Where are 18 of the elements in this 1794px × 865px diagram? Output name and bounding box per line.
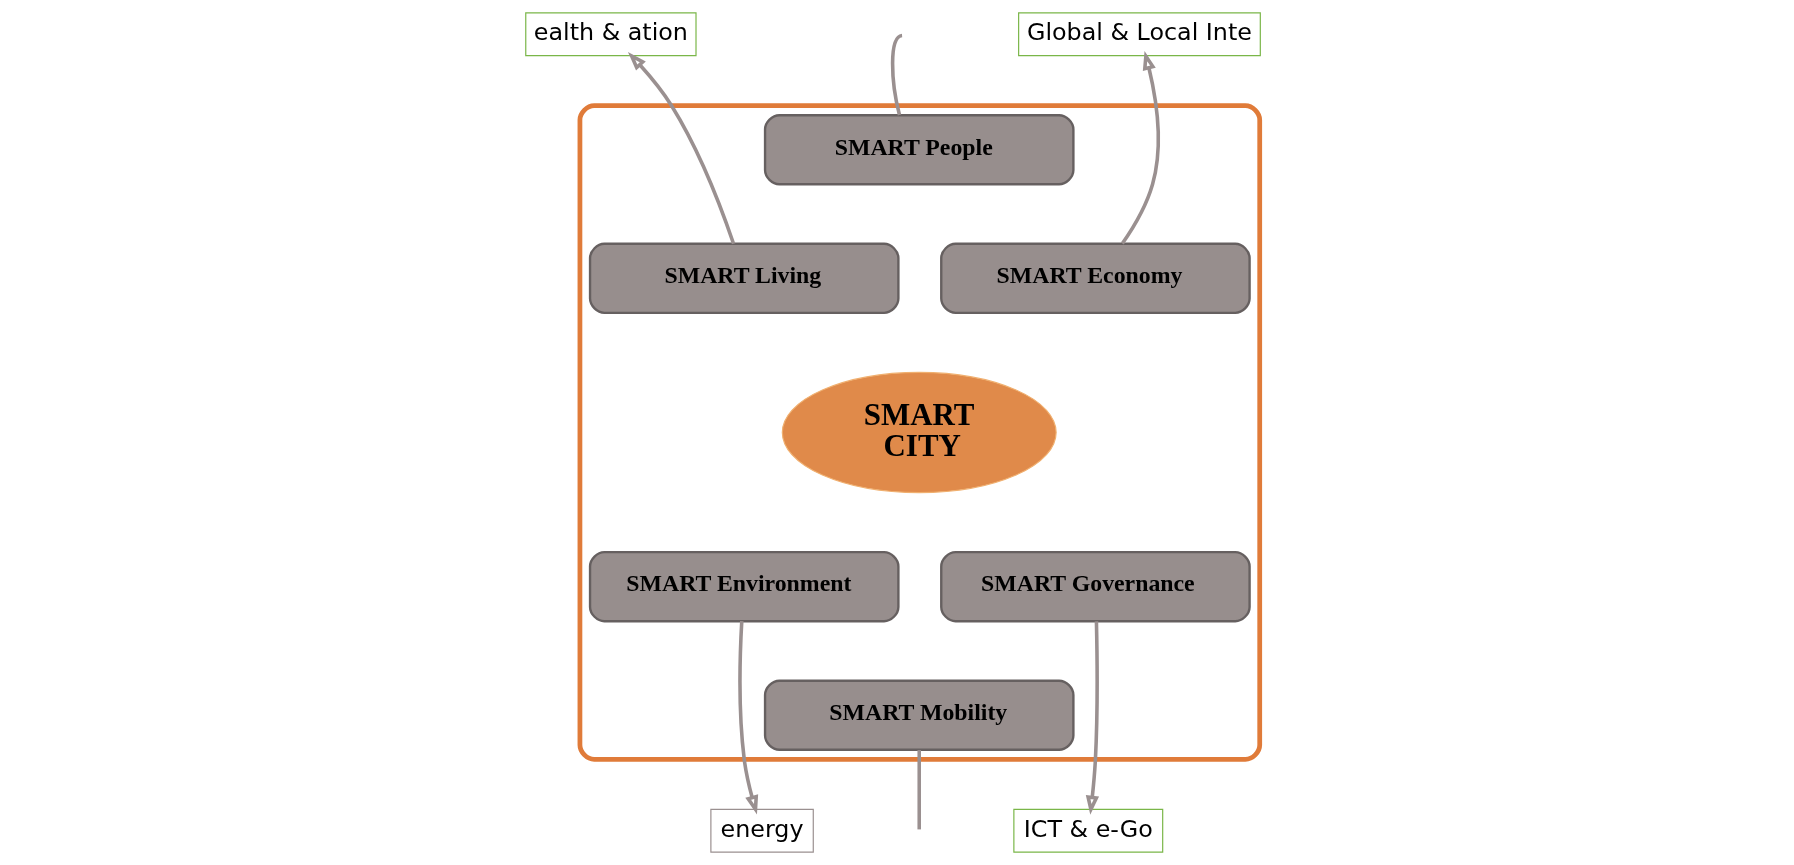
node-box: ealth & ation — [524, 12, 697, 57]
node-box: SMART Governance — [939, 550, 1251, 623]
node-box: energy — [709, 808, 814, 853]
node-box: Global & Local Inte — [1017, 12, 1261, 57]
node-box: SMART Economy — [939, 242, 1251, 315]
node-box: SMART Mobility — [763, 679, 1075, 751]
arrow — [627, 51, 735, 245]
connector — [890, 33, 903, 116]
arrow — [1120, 50, 1160, 245]
node-box: SMART Living — [588, 242, 900, 315]
connector — [916, 750, 921, 830]
node-box: SMART People — [763, 114, 1075, 186]
arrow — [737, 621, 758, 815]
node-ellipse: SMART CITY — [781, 371, 1057, 494]
node-box: ICT & e-Go — [1012, 808, 1163, 853]
node-box: SMART Environment — [588, 550, 900, 623]
arrow — [1085, 621, 1099, 815]
cluster — [577, 103, 1262, 762]
